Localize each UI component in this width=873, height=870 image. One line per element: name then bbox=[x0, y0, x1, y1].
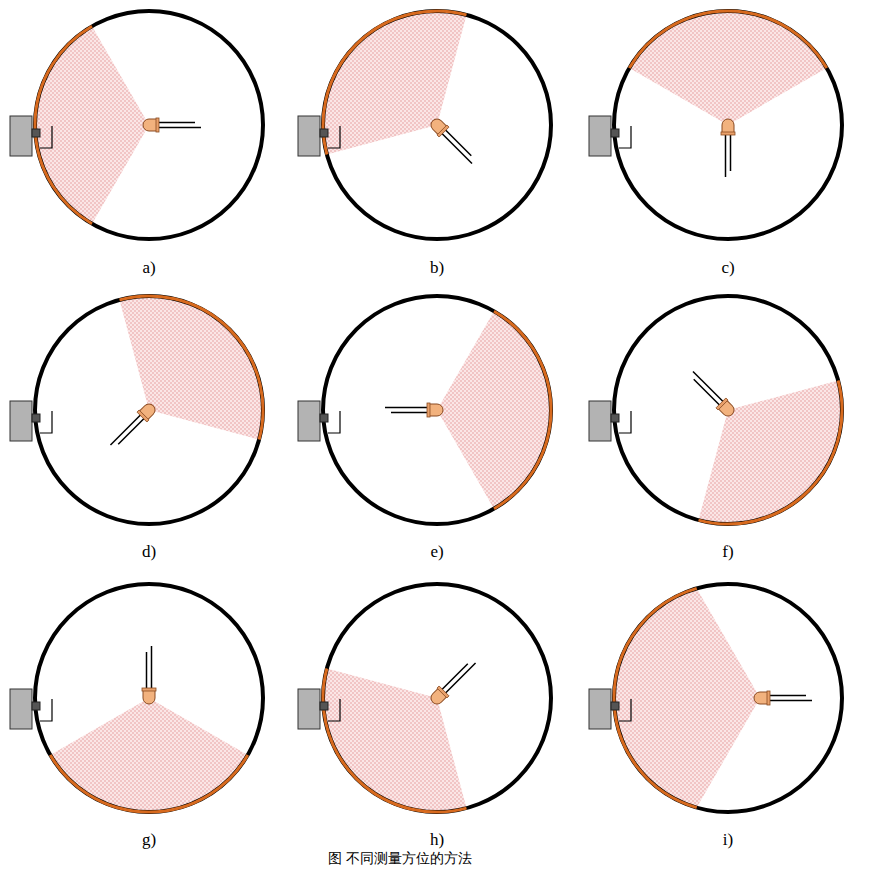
illuminated-arc bbox=[614, 588, 697, 807]
illuminated-arc bbox=[50, 755, 247, 812]
measurement-figure bbox=[10, 584, 263, 812]
sensor-bracket bbox=[40, 699, 52, 721]
illuminated-arc bbox=[494, 311, 551, 508]
sensor-window bbox=[611, 702, 619, 710]
measurement-figure bbox=[589, 296, 842, 524]
led-symbol bbox=[107, 401, 158, 452]
figure-label: i) bbox=[723, 830, 733, 850]
sensor-bracket bbox=[328, 699, 340, 721]
measurement-circle bbox=[614, 11, 842, 239]
sensor-bracket bbox=[40, 411, 52, 433]
sensor-body bbox=[10, 689, 32, 729]
sensor-bracket bbox=[619, 699, 631, 721]
led-symbol bbox=[143, 118, 201, 132]
figure-caption: 图 不同测量方位的方法 bbox=[326, 850, 474, 868]
led-symbol bbox=[754, 691, 812, 705]
measurement-circle bbox=[35, 11, 263, 239]
light-sector bbox=[614, 588, 760, 807]
measurement-figure bbox=[298, 11, 551, 239]
illuminated-arc bbox=[35, 26, 92, 223]
sensor-window bbox=[611, 129, 619, 137]
light-sector bbox=[437, 311, 551, 508]
measurement-circle bbox=[35, 584, 263, 812]
measurement-circle bbox=[323, 296, 551, 524]
figure-label: d) bbox=[142, 542, 156, 562]
measurement-figure bbox=[10, 296, 263, 524]
measurement-circle bbox=[614, 296, 842, 524]
illuminated-arc bbox=[629, 11, 826, 68]
sensor-bracket bbox=[619, 411, 631, 433]
illuminated-arc bbox=[119, 296, 263, 440]
sensor-window bbox=[32, 702, 40, 710]
measurement-figure bbox=[298, 584, 551, 812]
sensor-window bbox=[32, 414, 40, 422]
figure-label: e) bbox=[430, 542, 443, 562]
figure-label: f) bbox=[722, 542, 733, 562]
sensor-body bbox=[10, 116, 32, 156]
sensor-window bbox=[32, 129, 40, 137]
led-symbol bbox=[721, 119, 735, 177]
measurement-circle bbox=[35, 296, 263, 524]
sensor-bracket bbox=[328, 411, 340, 433]
light-sector bbox=[629, 11, 826, 125]
sensor-body bbox=[589, 689, 611, 729]
measurement-figure bbox=[10, 11, 263, 239]
measurement-circle bbox=[614, 584, 842, 812]
sensor-body bbox=[589, 116, 611, 156]
measurement-figure bbox=[589, 584, 842, 812]
led-symbol bbox=[428, 116, 479, 167]
light-sector bbox=[323, 668, 467, 812]
led-symbol bbox=[686, 368, 737, 419]
figure-label: h) bbox=[430, 830, 444, 850]
sensor-body bbox=[298, 689, 320, 729]
illuminated-arc bbox=[323, 668, 467, 812]
figure-label: b) bbox=[430, 258, 444, 278]
illuminated-arc bbox=[323, 11, 467, 155]
sensor-body bbox=[298, 116, 320, 156]
sensor-window bbox=[320, 129, 328, 137]
measurement-circle bbox=[323, 584, 551, 812]
sensor-bracket bbox=[328, 126, 340, 148]
sensor-body bbox=[298, 401, 320, 441]
sensor-body bbox=[589, 401, 611, 441]
led-symbol bbox=[385, 403, 443, 417]
measurement-figure bbox=[298, 296, 551, 524]
light-sector bbox=[50, 698, 247, 812]
sensor-bracket bbox=[619, 126, 631, 148]
sensor-body bbox=[10, 401, 32, 441]
light-sector bbox=[119, 296, 263, 440]
sensor-window bbox=[611, 414, 619, 422]
sensor-window bbox=[320, 702, 328, 710]
measurement-circle bbox=[323, 11, 551, 239]
sensor-bracket bbox=[40, 126, 52, 148]
figure-label: a) bbox=[142, 258, 155, 278]
light-sector bbox=[35, 26, 149, 223]
illuminated-arc bbox=[698, 380, 842, 524]
measurement-figure bbox=[589, 11, 842, 239]
figure-label: g) bbox=[142, 830, 156, 850]
led-symbol bbox=[428, 656, 479, 707]
led-symbol bbox=[142, 646, 156, 704]
light-sector bbox=[323, 11, 467, 155]
sensor-window bbox=[320, 414, 328, 422]
figure-label: c) bbox=[721, 258, 734, 278]
light-sector bbox=[698, 380, 842, 524]
